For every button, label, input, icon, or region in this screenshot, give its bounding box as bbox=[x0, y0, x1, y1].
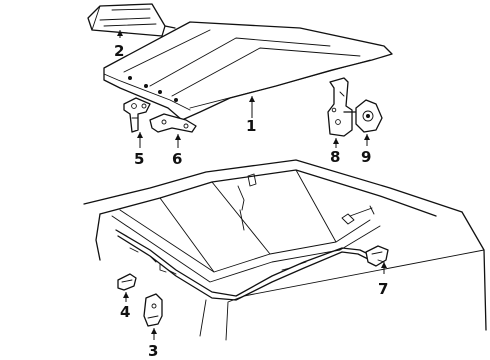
release-handle bbox=[365, 245, 389, 267]
leader-2 bbox=[117, 30, 123, 38]
engine-compartment bbox=[83, 159, 487, 341]
latch-support bbox=[149, 113, 197, 133]
callout-6: 6 bbox=[172, 150, 182, 168]
callout-8: 8 bbox=[330, 148, 340, 166]
leader-5 bbox=[137, 132, 143, 148]
leader-4 bbox=[123, 292, 129, 302]
lock-bracket bbox=[143, 293, 163, 327]
callout-1: 1 bbox=[246, 117, 256, 135]
hood-scoop bbox=[87, 3, 176, 37]
hood-latch bbox=[123, 97, 151, 133]
callout-3: 3 bbox=[148, 342, 158, 360]
callout-4: 4 bbox=[120, 303, 130, 321]
callout-5: 5 bbox=[134, 150, 144, 168]
callout-2: 2 bbox=[114, 42, 124, 60]
leader-6 bbox=[175, 134, 181, 148]
hood-panel bbox=[103, 21, 393, 121]
leader-3 bbox=[151, 328, 157, 340]
leader-9 bbox=[364, 134, 370, 146]
callout-9: 9 bbox=[361, 148, 371, 166]
release-cable bbox=[115, 229, 373, 301]
hinge-spring bbox=[355, 99, 383, 133]
cable-clip bbox=[117, 273, 137, 291]
callout-7: 7 bbox=[378, 280, 388, 298]
hinge bbox=[327, 77, 359, 137]
leader-1 bbox=[249, 96, 255, 118]
leader-7 bbox=[381, 262, 387, 274]
leader-8 bbox=[333, 138, 339, 148]
